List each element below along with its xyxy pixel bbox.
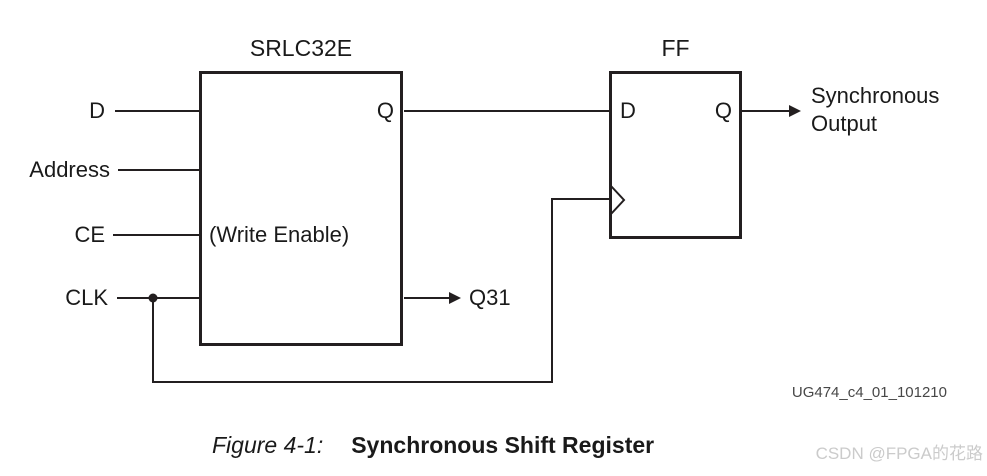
figure-caption-title: Synchronous Shift Register (351, 432, 655, 458)
input-label-ce: CE (74, 222, 105, 247)
srlc32e-pin-q: Q (376, 98, 394, 123)
clock-edge-triangle-icon (610, 185, 626, 215)
figure-caption-label: Figure 4-1: (212, 432, 324, 458)
wire-clk-feedback (152, 198, 610, 383)
sync-output-label: Synchronous Output (811, 82, 939, 138)
q31-arrowhead-icon (449, 292, 461, 304)
sync-output-line1: Synchronous (811, 83, 940, 108)
ff-block (609, 71, 742, 239)
sync-output-line2: Output (811, 111, 878, 136)
input-label-d: D (89, 98, 105, 123)
srlc32e-write-enable-note: (Write Enable) (209, 222, 350, 247)
ff-pin-d: D (620, 98, 636, 123)
sync-output-arrowhead-icon (789, 105, 801, 117)
input-label-clk: CLK (65, 285, 108, 310)
ff-pin-q: Q (714, 98, 732, 123)
figure-caption: Figure 4-1: Synchronous Shift Register (212, 431, 654, 459)
input-label-address: Address (29, 157, 110, 182)
q31-label: Q31 (469, 285, 511, 310)
clk-junction-dot (148, 293, 158, 303)
srlc32e-block (199, 71, 403, 346)
csdn-watermark: CSDN @FPGA的花路 (815, 444, 983, 463)
srlc32e-title: SRLC32E (249, 35, 353, 61)
ff-title: FF (661, 35, 690, 61)
doc-reference: UG474_c4_01_101210 (791, 384, 947, 401)
